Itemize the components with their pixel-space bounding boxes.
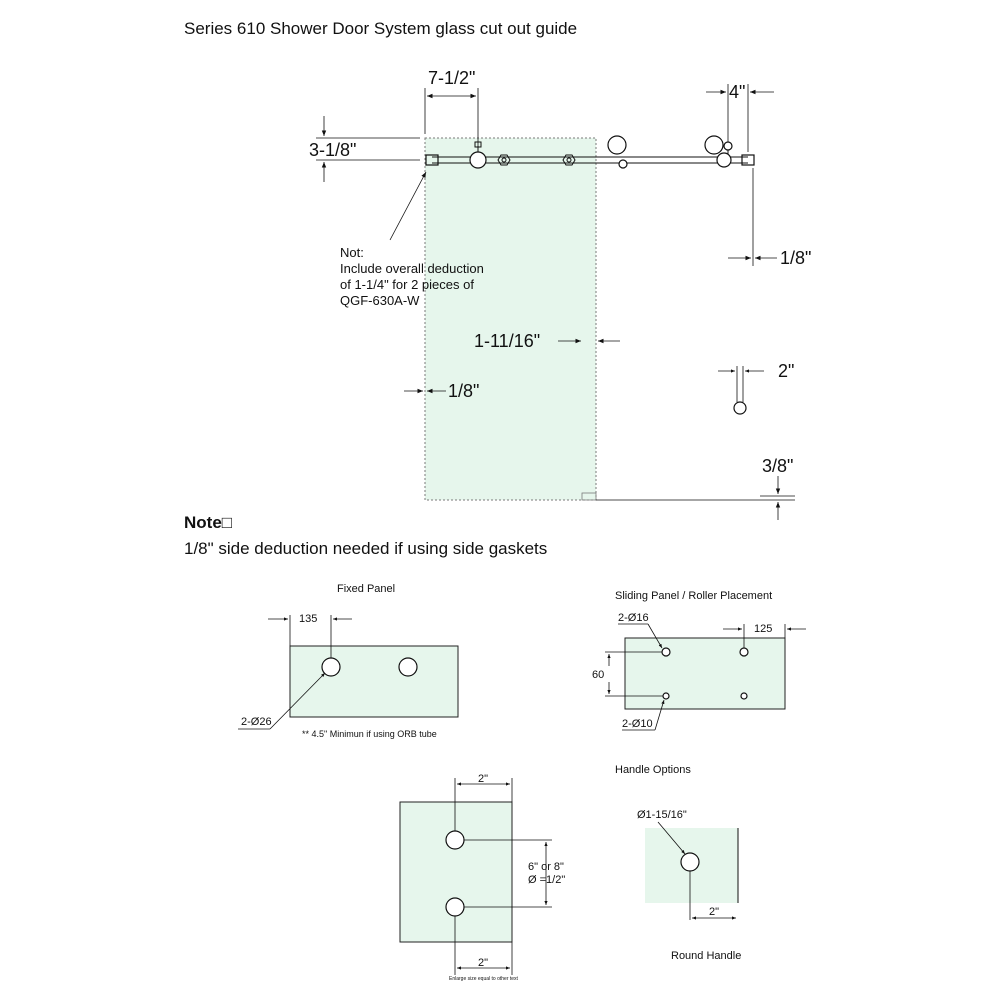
sliding-panel-dim-right: 125 bbox=[754, 623, 772, 635]
hex-bolt-2 bbox=[562, 154, 576, 166]
right-rail-end-cap bbox=[741, 154, 755, 166]
sliding-panel-hole-top-1 bbox=[661, 647, 671, 657]
fixed-panel-title: Fixed Panel bbox=[337, 583, 395, 595]
pull-handle-hole-bottom bbox=[445, 897, 465, 917]
round-handle-dim: 2" bbox=[709, 906, 719, 918]
roller-right-circle bbox=[704, 135, 724, 155]
sliding-panel-title: Sliding Panel / Roller Placement bbox=[615, 590, 772, 602]
fixed-panel-diagram: Fixed Panel 135 2-Ø26 ** 4.5" Minimun if… bbox=[238, 583, 459, 739]
note-text: 1/8" side deduction needed if using side… bbox=[184, 539, 547, 558]
dim-center-label: 1-11/16" bbox=[474, 331, 540, 351]
round-handle-dia-label: Ø1-15/16" bbox=[637, 809, 687, 821]
roller-right-small bbox=[716, 152, 732, 168]
hex-bolt-1 bbox=[497, 154, 511, 166]
pull-handle-side-dim-1: 6" or 8" bbox=[528, 861, 564, 873]
dim-guide-label: 2" bbox=[778, 361, 794, 381]
pull-handle-top-dim: 2" bbox=[478, 773, 488, 785]
sliding-panel-hole-bottom-1 bbox=[662, 692, 670, 700]
dim-bottom-label: 3/8" bbox=[762, 456, 793, 476]
callout-line-1: Not: bbox=[340, 245, 364, 260]
fixed-panel-hole-label: 2-Ø26 bbox=[241, 716, 272, 728]
callout-line-2: Include overall deduction bbox=[340, 261, 484, 276]
dim-top-left-label: 7-1/2" bbox=[428, 68, 475, 88]
pull-handle-bottom-dim: 2" bbox=[478, 957, 488, 969]
callout-arrow bbox=[389, 171, 427, 241]
page-title: Series 610 Shower Door System glass cut … bbox=[184, 19, 577, 38]
main-door-drawing: 7-1/2" 4" 3-1/8" 1/8" Not: Include overa… bbox=[309, 68, 811, 520]
pull-handle-footnote: Enlarge size equal to other text bbox=[449, 976, 519, 982]
handle-options-title: Handle Options bbox=[615, 764, 691, 776]
dim-left-gap-label: 1/8" bbox=[448, 381, 479, 401]
left-rail-end-cap bbox=[425, 154, 439, 166]
dim-top-right-label: 4" bbox=[729, 82, 745, 102]
fixed-panel-hole-2 bbox=[398, 657, 418, 677]
fixed-panel-footnote: ** 4.5" Minimun if using ORB tube bbox=[302, 729, 437, 739]
pull-handle-hole-top bbox=[445, 830, 465, 850]
callout-line-3: of 1-1/4" for 2 pieces of bbox=[340, 277, 474, 292]
sliding-panel-dim-left: 60 bbox=[592, 669, 604, 681]
pull-handle-glass bbox=[399, 801, 513, 943]
sliding-panel-hole-top-2 bbox=[739, 647, 749, 657]
round-handle-label: Round Handle bbox=[671, 950, 741, 962]
dim-right-gap-label: 1/8" bbox=[780, 248, 811, 268]
stopper-mid-circle bbox=[618, 159, 628, 169]
round-handle-hole bbox=[680, 852, 700, 872]
sliding-panel-hole-top-label: 2-Ø16 bbox=[618, 612, 649, 624]
pull-handle-side-dim-2: Ø =1/2" bbox=[528, 874, 565, 886]
floor-guide-circle bbox=[733, 401, 747, 415]
roller-left-circle bbox=[469, 151, 487, 169]
dim-left-top-label: 3-1/8" bbox=[309, 140, 356, 160]
sliding-panel-hole-bottom-2 bbox=[740, 692, 748, 700]
round-handle-diagram: Ø1-15/16" 2" Round Handle bbox=[637, 809, 741, 962]
pull-handle-diagram: 2" 6" or 8" Ø =1/2" 2" Enlarge size equa… bbox=[399, 773, 565, 982]
sliding-panel-diagram: Sliding Panel / Roller Placement 2-Ø16 1… bbox=[592, 590, 806, 731]
sliding-panel-glass bbox=[624, 637, 786, 710]
sliding-glass-panel bbox=[424, 137, 597, 501]
bottom-guide-slot bbox=[581, 492, 597, 501]
fixed-panel-glass bbox=[289, 645, 459, 718]
roller-mid-circle bbox=[607, 135, 627, 155]
note-heading: Note□ bbox=[184, 513, 232, 532]
fixed-panel-dim: 135 bbox=[299, 613, 317, 625]
sliding-panel-hole-bottom-label: 2-Ø10 bbox=[622, 718, 653, 730]
callout-line-4: QGF-630A-W bbox=[340, 293, 420, 308]
